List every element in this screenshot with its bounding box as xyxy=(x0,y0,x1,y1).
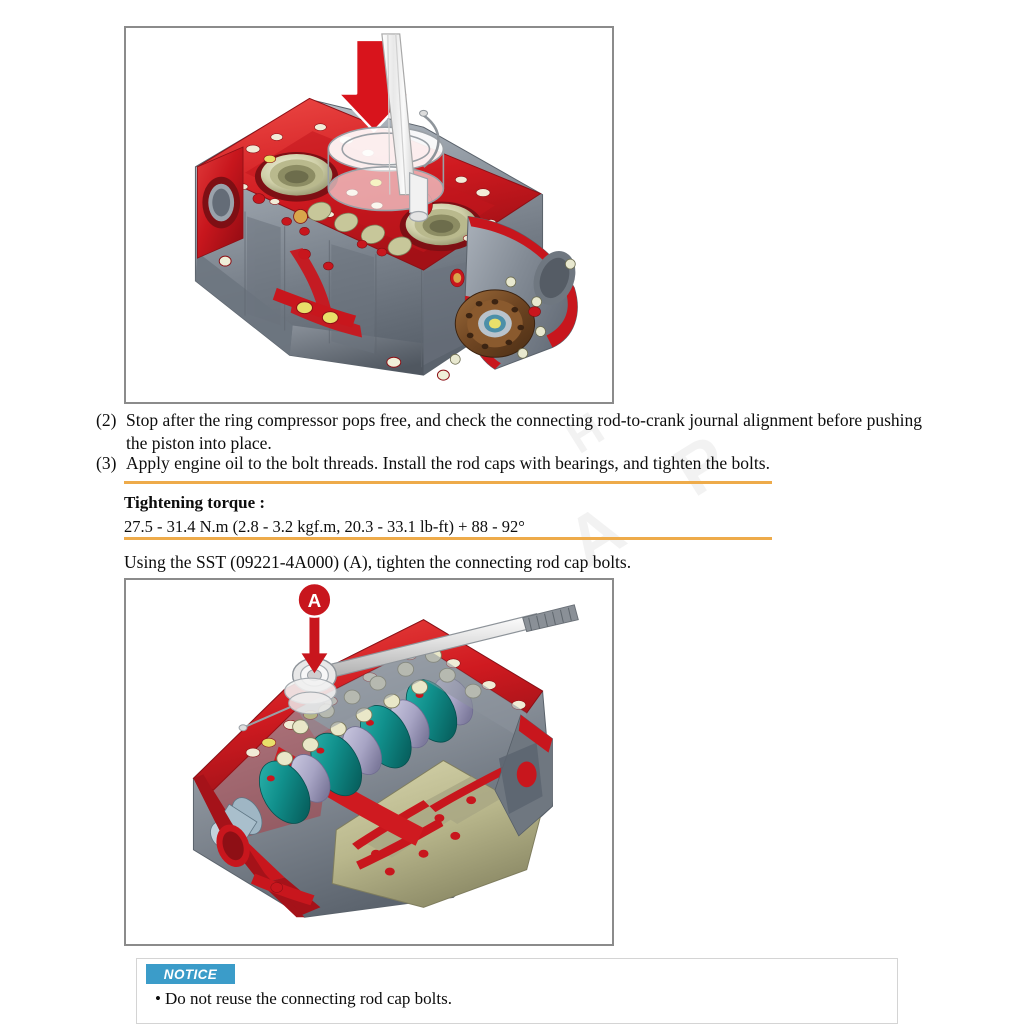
notice-text: •Do not reuse the connecting rod cap bol… xyxy=(155,989,452,1009)
svg-text:A: A xyxy=(308,590,322,611)
rod-cap-torque-illustration: A xyxy=(126,580,612,944)
torque-wrench-sst xyxy=(238,604,579,732)
sst-instruction-text: Using the SST (09221-4A000) (A), tighten… xyxy=(124,552,632,572)
engine-block-illustration xyxy=(126,28,612,402)
callout-a: A xyxy=(296,581,333,674)
step-3-text: Apply engine oil to the bolt threads. In… xyxy=(126,453,770,473)
compressor-handle xyxy=(381,33,440,222)
notice-message: Do not reuse the connecting rod cap bolt… xyxy=(164,989,452,1008)
step-2-text: Stop after the ring compressor pops free… xyxy=(126,410,922,454)
notice-badge: NOTICE xyxy=(146,964,235,984)
step-3: (3) Apply engine oil to the bolt threads… xyxy=(96,452,926,475)
crank-flange xyxy=(454,289,536,358)
figure-engine-block-piston-install xyxy=(124,26,614,404)
torque-rule-bottom xyxy=(124,537,772,540)
notice-bullet: • xyxy=(155,989,161,1008)
step-2: (2) Stop after the ring compressor pops … xyxy=(96,409,926,456)
step-3-number: (3) xyxy=(96,453,117,473)
cylinder-bore-1 xyxy=(254,151,339,202)
figure-rod-cap-torque: A xyxy=(124,578,614,946)
tightening-torque-value: 27.5 - 31.4 N.m (2.8 - 3.2 kgf.m, 20.3 -… xyxy=(124,516,525,536)
tightening-torque-label: Tightening torque : xyxy=(124,493,266,512)
notice-box: NOTICE •Do not reuse the connecting rod … xyxy=(136,958,898,1024)
torque-rule-top xyxy=(124,481,772,484)
step-2-number: (2) xyxy=(96,410,117,430)
tightening-torque-block: Tightening torque : 27.5 - 31.4 N.m (2.8… xyxy=(124,492,824,538)
